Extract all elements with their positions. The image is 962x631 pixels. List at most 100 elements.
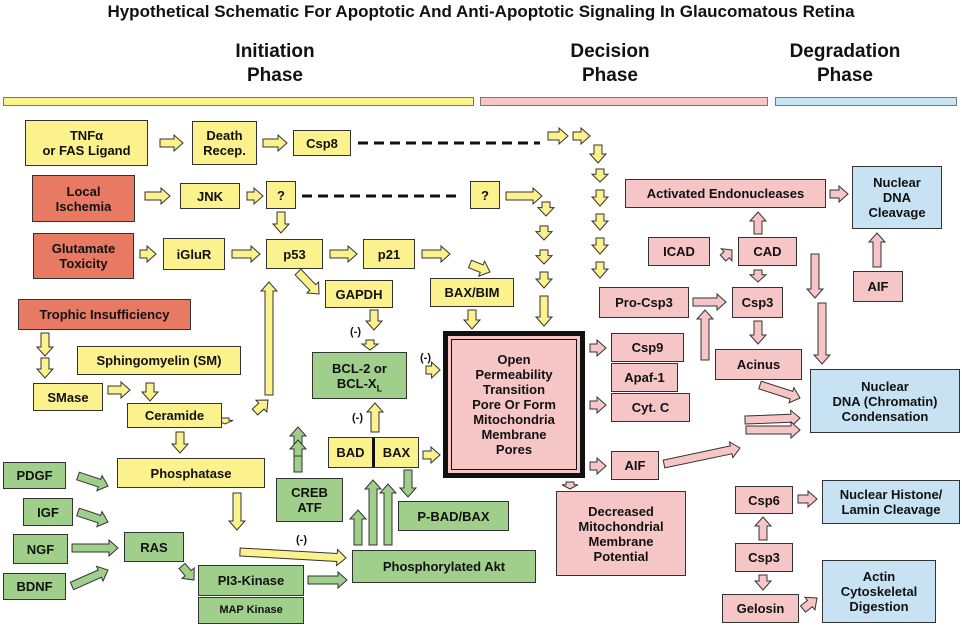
node-ras: RAS (124, 532, 184, 562)
connector-arrow-19 (259, 281, 279, 396)
connector-arrow-75 (363, 479, 383, 546)
connector-arrow-73 (288, 439, 308, 457)
node-tnf: TNFα or FAS Ligand (25, 120, 148, 166)
node-pro-csp3: Pro-Csp3 (599, 287, 689, 318)
connector-arrow-54 (829, 184, 849, 204)
node-chromatin-condensation: Nuclear DNA (Chromatin) Condensation (810, 369, 960, 433)
node-aif-left: AIF (611, 451, 659, 480)
node-bcl2: BCL-2 or BCL-XL (312, 352, 407, 399)
connector-arrow-25 (422, 445, 441, 465)
node-bdnf: BDNF (3, 573, 66, 600)
node-glutamate-toxicity: Glutamate Toxicity (33, 233, 134, 279)
node-gelosin: Gelosin (722, 594, 799, 623)
node-bax: BAX (382, 445, 411, 460)
node-gapdh: GAPDH (325, 280, 393, 308)
node-csp6: Csp6 (735, 486, 793, 514)
connector-arrow-33 (590, 168, 610, 183)
connector-arrow-21 (360, 339, 380, 351)
diagram-title: Hypothetical Schematic For Apoptotic And… (107, 2, 855, 21)
connector-arrow-8 (421, 244, 451, 264)
connector-arrow-32 (588, 144, 608, 164)
connector-arrow-40 (534, 225, 554, 241)
node-p53: p53 (266, 239, 323, 269)
node-csp9: Csp9 (611, 333, 684, 362)
inhibition-gapdh-bcl: (-) (350, 326, 361, 338)
connector-arrow-9 (271, 211, 291, 234)
connector-arrow-27 (239, 547, 347, 567)
node-trophic-insufficiency: Trophic Insufficiency (18, 299, 191, 330)
connector-arrow-71 (307, 570, 348, 590)
node-pdgf: PDGF (3, 462, 66, 489)
inhibition-bad-bcl: (-) (352, 412, 363, 424)
node-creb-atf: CREB ATF (276, 478, 343, 522)
node-permeability-pore: Open Permeability Transition Pore Or For… (443, 331, 585, 478)
connector-arrow-61 (745, 420, 801, 440)
node-bcl2-label: BCL-2 or BCL-X (332, 360, 387, 391)
connector-arrow-52 (719, 248, 733, 263)
node-cad: CAD (738, 237, 797, 266)
node-smase: SMase (33, 383, 103, 411)
node-icad: ICAD (648, 237, 710, 266)
connector-arrow-50 (748, 320, 768, 345)
connector-arrow-15 (140, 382, 160, 402)
phase-degradation-label: Degradation Phase (789, 41, 901, 86)
connector-arrow-56 (805, 253, 825, 299)
node-aif-right: AIF (853, 271, 903, 302)
connector-arrow-30 (547, 126, 569, 146)
connector-arrow-46 (589, 456, 607, 476)
connector-arrow-37 (590, 261, 610, 279)
connector-arrow-64 (753, 574, 773, 591)
connector-arrow-23 (365, 402, 385, 433)
connector-arrow-22 (425, 360, 441, 380)
bad-bax-divider (372, 438, 375, 467)
node-bad-bax: BAD BAX (328, 437, 419, 468)
connector-arrow-36 (590, 237, 610, 255)
node-acinus: Acinus (715, 349, 802, 380)
connector-arrow-7 (329, 244, 358, 264)
connector-arrow-66 (76, 471, 109, 492)
connector-arrow-31 (572, 126, 591, 146)
node-cyt-c: Cyt. C (611, 393, 690, 422)
connector-arrow-49 (695, 309, 715, 361)
node-phosphatase: Phosphatase (117, 458, 265, 488)
node-question-1: ? (266, 181, 296, 209)
phase-initiation-label: Initiation Phase (235, 41, 315, 86)
node-question-2: ? (470, 181, 500, 209)
connector-arrow-55 (867, 232, 887, 268)
connector-arrow-58 (758, 380, 801, 404)
connector-arrow-5 (139, 244, 157, 264)
connector-arrow-48 (692, 292, 727, 312)
connector-arrow-65 (799, 596, 818, 613)
connector-arrow-41 (534, 249, 554, 265)
node-bax-bim: BAX/BIM (430, 278, 514, 307)
connector-arrow-20 (364, 309, 384, 331)
connector-arrow-60 (662, 440, 741, 469)
connector-arrow-69 (69, 565, 109, 591)
connector-arrow-68 (71, 538, 119, 558)
node-nuclear-dna-cleavage: Nuclear DNA Cleavage (852, 166, 942, 229)
connector-arrow-24 (462, 309, 482, 330)
node-sphingomyelin: Sphingomyelin (SM) (77, 346, 241, 375)
node-map-kinase: MAP Kinase (198, 597, 304, 624)
node-p21: p21 (363, 239, 415, 269)
phase-decision-label: Decision Phase (570, 41, 650, 86)
node-histone-lamin-cleavage: Nuclear Histone/ Lamin Cleavage (822, 480, 960, 524)
node-actin-digestion: Actin Cytoskeletal Digestion (822, 560, 936, 623)
connector-arrow-1 (159, 133, 184, 153)
node-iglur: iGluR (163, 238, 225, 270)
connector-arrow-14 (107, 380, 131, 400)
connector-arrow-13 (35, 357, 55, 379)
node-phosphorylated-akt: Phosphorylated Akt (352, 550, 536, 583)
connector-arrow-74 (348, 509, 368, 546)
node-ceramide: Ceramide (127, 403, 222, 428)
connector-arrow-2 (262, 133, 288, 153)
connector-arrow-62 (797, 489, 818, 509)
degradation-phase-bar (775, 97, 957, 106)
node-pi3-kinase: PI3-Kinase (198, 565, 304, 596)
node-jnk: JNK (180, 183, 240, 209)
connector-arrow-4 (246, 186, 264, 206)
inhibition-bcl-pore: (-) (420, 352, 431, 364)
connector-arrow-3 (144, 186, 171, 206)
decision-phase-bar (480, 97, 768, 106)
connector-arrow-26 (227, 492, 247, 531)
